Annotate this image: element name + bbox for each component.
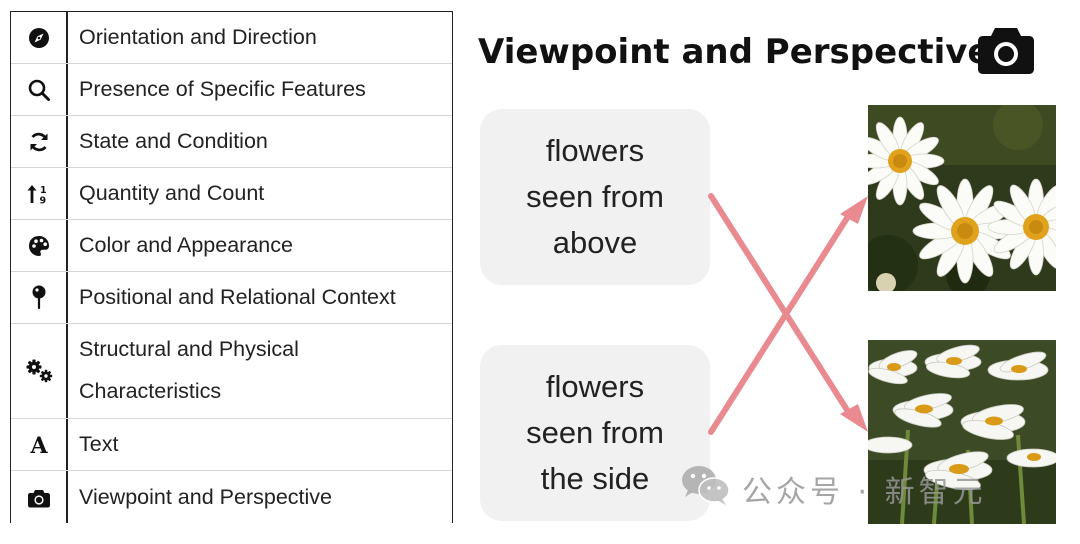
category-row-text: A Text bbox=[11, 419, 452, 471]
arrowhead-top bbox=[840, 196, 868, 224]
font-icon: A bbox=[11, 419, 66, 470]
phrase-box-above: flowers seen from above bbox=[480, 109, 710, 285]
category-label: Text bbox=[79, 431, 119, 456]
category-label: Viewpoint and Perspective bbox=[79, 484, 332, 509]
category-row-structural: Structural and Physical Characteristics bbox=[11, 324, 452, 419]
pin-icon bbox=[11, 272, 66, 323]
gears-icon bbox=[11, 324, 66, 418]
refresh-icon bbox=[11, 116, 66, 167]
category-label: Color and Appearance bbox=[79, 232, 293, 257]
palette-icon bbox=[11, 220, 66, 271]
category-row-color: Color and Appearance bbox=[11, 220, 452, 272]
svg-text:9: 9 bbox=[39, 195, 46, 206]
category-label: State and Condition bbox=[79, 128, 268, 153]
arrowhead-bottom bbox=[840, 404, 868, 432]
category-row-viewpoint: Viewpoint and Perspective bbox=[11, 471, 452, 524]
arrow-above-to-top-photo bbox=[708, 193, 852, 416]
watermark-text: 公众号 · 新智元 bbox=[742, 475, 987, 510]
category-row-features: Presence of Specific Features bbox=[11, 64, 452, 116]
daisy-flowers-top-view-photo bbox=[868, 105, 1056, 291]
icon-column-divider bbox=[66, 12, 68, 523]
category-row-orientation: Orientation and Direction bbox=[11, 12, 452, 64]
category-label: Presence of Specific Features bbox=[79, 76, 366, 101]
search-icon bbox=[11, 64, 66, 115]
category-table: Orientation and Direction Presence of Sp… bbox=[10, 11, 453, 523]
daisy-flowers-side-view-photo bbox=[868, 340, 1056, 524]
arrow-side-to-bottom-photo bbox=[708, 212, 852, 435]
category-label: Orientation and Direction bbox=[79, 24, 317, 49]
camera-icon bbox=[11, 471, 66, 524]
phrase-box-side: flowers seen from the side bbox=[480, 345, 710, 521]
watermark: 公众号 · 新智元 bbox=[680, 464, 987, 514]
category-row-positional: Positional and Relational Context bbox=[11, 272, 452, 324]
wechat-icon bbox=[680, 464, 732, 514]
category-row-state: State and Condition bbox=[11, 116, 452, 168]
category-label: Structural and Physical Characteristics bbox=[79, 337, 299, 403]
svg-text:1: 1 bbox=[40, 185, 47, 196]
compass-icon bbox=[11, 12, 66, 63]
camera-icon bbox=[977, 24, 1035, 76]
category-label: Positional and Relational Context bbox=[79, 284, 396, 309]
category-label: Quantity and Count bbox=[79, 180, 265, 205]
example-title: Viewpoint and Perspective bbox=[478, 32, 991, 72]
svg-text:A: A bbox=[29, 433, 48, 457]
